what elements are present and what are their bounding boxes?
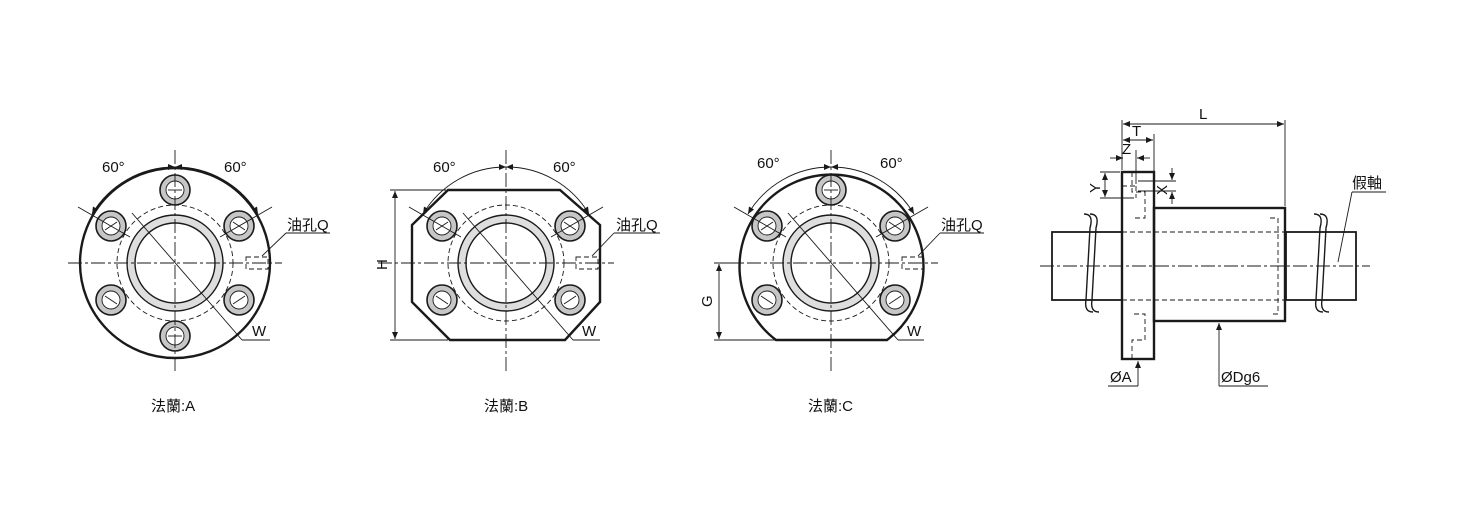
diameter-leader-a bbox=[131, 212, 243, 341]
x-label: X bbox=[1154, 185, 1171, 195]
phi-a-label: ØA bbox=[1110, 369, 1132, 386]
retaining-ring-right bbox=[1313, 213, 1324, 313]
angle-label-b-right: 60° bbox=[553, 159, 576, 176]
oil-hole-a bbox=[245, 256, 269, 270]
w-label-c: W bbox=[907, 323, 922, 340]
w-label-b: W bbox=[582, 323, 597, 340]
angle-arc-a-left bbox=[91, 163, 176, 215]
caption-flange-c: 法蘭:C bbox=[808, 398, 853, 415]
oil-hole-c bbox=[901, 256, 925, 270]
angle-label-c-left: 60° bbox=[757, 155, 780, 172]
diameter-leader-b bbox=[462, 212, 574, 341]
flange-view-b: 60° 60° W 油孔Q H 法蘭:B bbox=[374, 150, 660, 415]
angle-label-c-right: 60° bbox=[880, 155, 903, 172]
z-label: Z bbox=[1122, 141, 1131, 158]
nut-body bbox=[1152, 206, 1287, 323]
angle-arc-c-right bbox=[830, 163, 915, 215]
angle-label-a-left: 60° bbox=[102, 159, 125, 176]
angle-label-b-left: 60° bbox=[433, 159, 456, 176]
y-label: Y bbox=[1087, 183, 1104, 193]
caption-flange-a: 法蘭:A bbox=[151, 398, 195, 415]
angle-label-a-right: 60° bbox=[224, 159, 247, 176]
angle-arc-b-left bbox=[422, 163, 507, 215]
oil-hole-label-b: 油孔Q bbox=[616, 217, 658, 234]
caption-flange-b: 法蘭:B bbox=[484, 398, 528, 415]
retaining-ring-left bbox=[1083, 213, 1094, 313]
flange-view-a: 60° 60° W 油孔Q 法蘭:A bbox=[68, 150, 330, 415]
w-label-a: W bbox=[252, 323, 267, 340]
oil-hole-label-a: 油孔Q bbox=[287, 217, 329, 234]
angle-arc-a-right bbox=[174, 163, 259, 215]
h-label: H bbox=[374, 259, 391, 270]
angle-arc-c-left bbox=[747, 163, 832, 215]
phi-dg6-label: ØDg6 bbox=[1221, 369, 1260, 386]
diameter-leader-c bbox=[787, 212, 899, 341]
l-label: L bbox=[1199, 106, 1207, 123]
oil-hole-label-c: 油孔Q bbox=[941, 217, 983, 234]
bolt-holes-b bbox=[426, 210, 586, 316]
side-view: L T Z Y X ØA ØDg6 假軸 bbox=[1040, 106, 1386, 387]
t-label: T bbox=[1132, 123, 1141, 140]
angle-arc-b-right bbox=[505, 163, 590, 215]
dummy-shaft-label: 假軸 bbox=[1352, 175, 1382, 192]
side-flange bbox=[1120, 170, 1156, 361]
flange-view-c: 60° 60° W 油孔Q G 法蘭:C bbox=[699, 150, 984, 415]
g-label: G bbox=[699, 295, 716, 307]
